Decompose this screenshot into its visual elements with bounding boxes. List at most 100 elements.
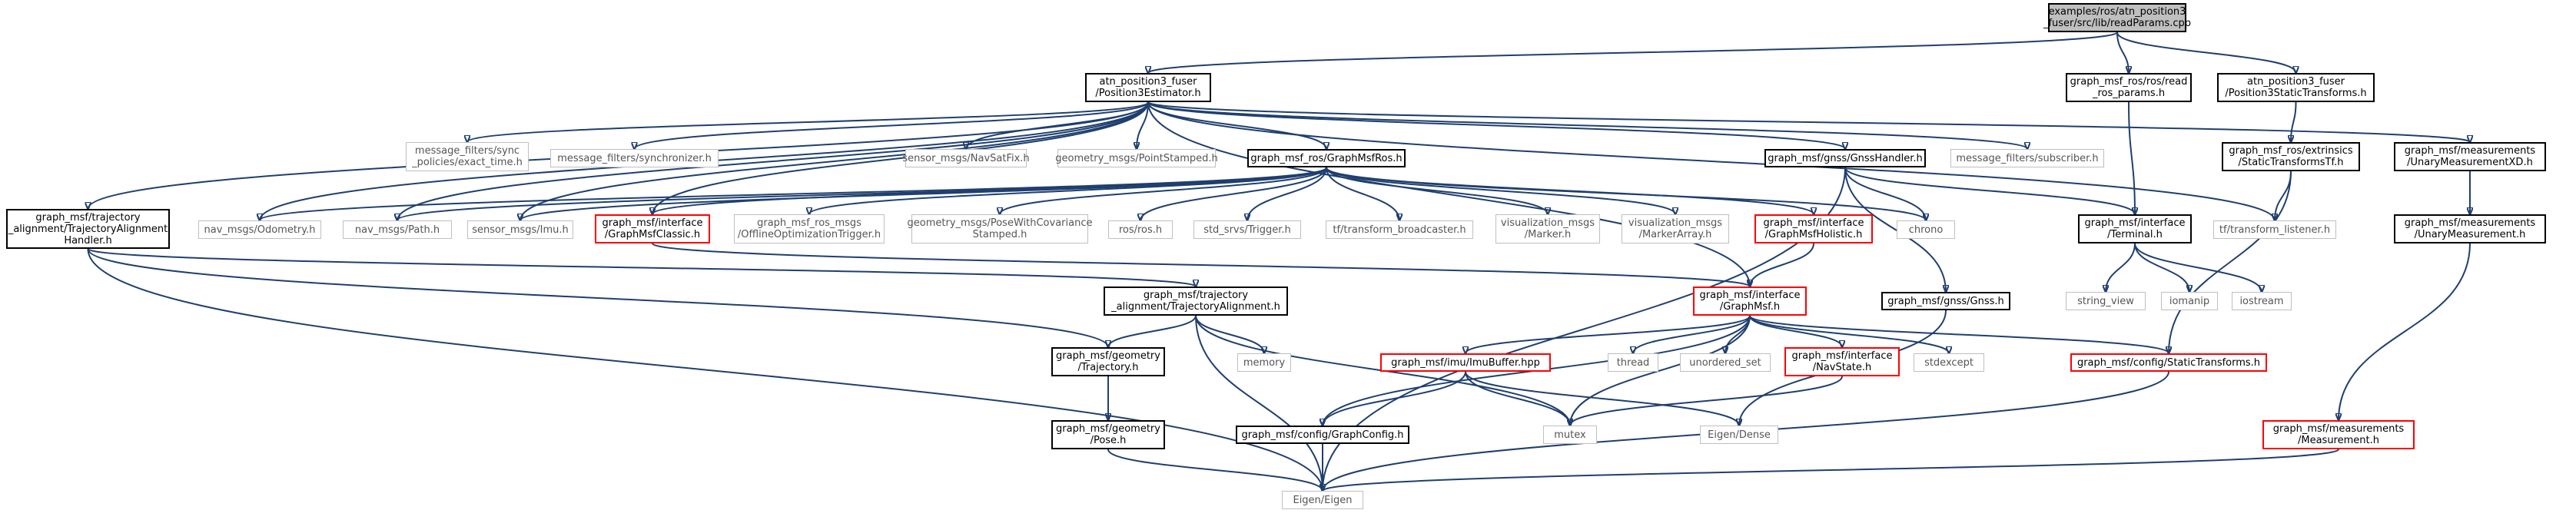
edge-graphmsfros-to-path bbox=[397, 167, 1327, 220]
edge-ros_static_tf-to-config_static_tf bbox=[2169, 171, 2292, 353]
edge-graphmsfros-to-ros_h bbox=[1140, 167, 1327, 220]
edge-pos3_estimator-to-synchronizer bbox=[635, 101, 1149, 149]
edge-graphmsfros-to-graphmsfclassic bbox=[652, 167, 1327, 214]
edge-terminal-to-iostream bbox=[2134, 243, 2262, 292]
edge-graphmsf-to-imubuffer bbox=[1466, 315, 1751, 353]
edge-measurement-to-eigen bbox=[1323, 449, 2339, 491]
edge-root-to-pos3_static_tf bbox=[2116, 31, 2296, 73]
edge-navstate-to-mutex bbox=[1570, 376, 1843, 426]
edge-pos3_estimator-to-gnsshandler bbox=[1147, 101, 1845, 149]
edge-graphmsfros-to-tf_broadcaster bbox=[1326, 167, 1399, 220]
node-unary-measurement-xd[interactable]: graph_msf/measurements /UnaryMeasurement… bbox=[2394, 142, 2546, 171]
node-iostream[interactable]: iostream bbox=[2232, 292, 2292, 310]
edge-pos3_estimator-to-unary_meas_xd bbox=[1147, 101, 2470, 142]
node-gnsshandler[interactable]: graph_msf/gnss/GnssHandler.h bbox=[1764, 149, 1926, 167]
edge-gnsshandler-to-terminal bbox=[1844, 167, 2135, 214]
node-read-ros-params[interactable]: graph_msf_ros/ros/read _ros_params.h bbox=[2066, 73, 2192, 102]
edge-graphmsfros-to-chrono bbox=[1326, 167, 1926, 220]
node-mutex[interactable]: mutex bbox=[1543, 426, 1597, 444]
node-synchronizer[interactable]: message_filters/synchronizer.h bbox=[550, 149, 719, 167]
node-tf-broadcaster[interactable]: tf/transform_broadcaster.h bbox=[1326, 220, 1473, 239]
node-pointstamped[interactable]: geometry_msgs/PointStamped.h bbox=[1055, 149, 1218, 167]
node-navstate[interactable]: graph_msf/interface /NavState.h bbox=[1784, 347, 1900, 376]
node-graphmsf-holistic[interactable]: graph_msf/interface /GraphMsfHolistic.h bbox=[1754, 214, 1873, 243]
node-navsatfix[interactable]: sensor_msgs/NavSatFix.h bbox=[902, 149, 1030, 167]
edge-graphmsf-to-stdexcept bbox=[1749, 315, 1949, 353]
edge-graphmsf-to-mutex bbox=[1570, 315, 1751, 426]
node-imubuffer[interactable]: graph_msf/imu/ImuBuffer.hpp bbox=[1380, 353, 1551, 372]
edge-ros_static_tf-to-tf_listener bbox=[2275, 171, 2292, 220]
node-config-static-transforms[interactable]: graph_msf/config/StaticTransforms.h bbox=[2070, 353, 2267, 372]
edge-traj_align-to-trajectory bbox=[1108, 315, 1197, 347]
node-eigen-dense[interactable]: Eigen/Dense bbox=[1700, 426, 1778, 444]
edge-graphmsfros-to-trigger bbox=[1247, 167, 1327, 220]
edge-pos3_estimator-to-exact_time bbox=[467, 101, 1149, 142]
edge-terminal-to-string_view bbox=[2106, 243, 2136, 292]
edge-gnsshandler-to-chrono bbox=[1844, 167, 1926, 220]
edge-pos3_estimator-to-subscriber bbox=[1147, 101, 2027, 149]
edge-graphmsf-to-config_static_tf bbox=[1749, 315, 2169, 353]
edge-imubuffer-to-eigen_dense bbox=[1465, 371, 1739, 426]
edge-graphmsf-to-thread bbox=[1633, 315, 1751, 353]
node-eigen[interactable]: Eigen/Eigen bbox=[1282, 491, 1363, 509]
edge-traj_align_handler-to-traj_align bbox=[87, 248, 1197, 286]
node-subscriber[interactable]: message_filters/subscriber.h bbox=[1950, 149, 2104, 167]
node-graphmsfros[interactable]: graph_msf_ros/GraphMsfRos.h bbox=[1247, 149, 1406, 167]
node-unordered-set[interactable]: unordered_set bbox=[1680, 353, 1771, 372]
node-marker-array[interactable]: visualization_msgs /MarkerArray.h bbox=[1622, 214, 1729, 243]
edge-graphmsfros-to-odometry bbox=[260, 167, 1327, 220]
node-trajectory[interactable]: graph_msf/geometry /Trajectory.h bbox=[1051, 347, 1165, 376]
node-exact-time[interactable]: message_filters/sync _policies/exact_tim… bbox=[406, 142, 529, 171]
edge-root-to-pos3_estimator bbox=[1148, 31, 2118, 73]
edge-terminal-to-iomanip bbox=[2134, 243, 2189, 292]
node-memory[interactable]: memory bbox=[1237, 353, 1291, 372]
node-chrono[interactable]: chrono bbox=[1897, 220, 1955, 239]
edge-graphmsfros-to-pose_cov bbox=[1000, 167, 1327, 214]
node-odometry[interactable]: nav_msgs/Odometry.h bbox=[198, 220, 321, 239]
node-graphmsf-classic[interactable]: graph_msf/interface /GraphMsfClassic.h bbox=[595, 214, 710, 243]
node-string-view[interactable]: string_view bbox=[2066, 292, 2146, 310]
edge-graphmsfros-to-marker bbox=[1326, 167, 1548, 214]
edge-imubuffer-to-mutex bbox=[1465, 371, 1570, 426]
node-offline-optimization-trigger[interactable]: graph_msf_ros_msgs /OfflineOptimizationT… bbox=[734, 214, 885, 243]
node-stdexcept[interactable]: stdexcept bbox=[1914, 353, 1984, 372]
node-unary-measurement[interactable]: graph_msf/measurements /UnaryMeasurement… bbox=[2394, 214, 2546, 243]
node-gnss[interactable]: graph_msf/gnss/Gnss.h bbox=[1881, 292, 2010, 310]
node-measurement[interactable]: graph_msf/measurements /Measurement.h bbox=[2262, 420, 2415, 449]
node-pose-with-covariance[interactable]: geometry_msgs/PoseWithCovariance Stamped… bbox=[908, 214, 1092, 243]
node-graphmsf[interactable]: graph_msf/interface /GraphMsf.h bbox=[1693, 286, 1807, 316]
edge-traj_align-to-memory bbox=[1195, 315, 1264, 353]
node-ros-static-transforms-tf[interactable]: graph_msf_ros/extrinsics /StaticTransfor… bbox=[2222, 142, 2360, 171]
node-ros-h[interactable]: ros/ros.h bbox=[1108, 220, 1173, 239]
node-std-srvs-trigger[interactable]: std_srvs/Trigger.h bbox=[1193, 220, 1301, 239]
edge-pos3_estimator-to-graphmsfclassic bbox=[652, 101, 1149, 214]
edge-imubuffer-to-graphconfig bbox=[1323, 371, 1466, 426]
node-sensor-imu[interactable]: sensor_msgs/Imu.h bbox=[467, 220, 573, 239]
node-readparams-cpp[interactable]: examples/ros/atn_position3 _fuser/src/li… bbox=[2043, 3, 2191, 32]
edge-root-to-read_ros_params bbox=[2116, 31, 2129, 73]
node-trajectory-alignment-handler[interactable]: graph_msf/trajectory _alignment/Trajecto… bbox=[6, 209, 170, 249]
edge-graphmsfros-to-markerarray bbox=[1326, 167, 1675, 214]
edge-graphmsfclassic-to-graphmsf bbox=[652, 243, 1750, 286]
node-iomanip[interactable]: iomanip bbox=[2161, 292, 2218, 310]
edge-pos3_estimator-to-imu_msg bbox=[520, 101, 1149, 220]
node-graphconfig[interactable]: graph_msf/config/GraphConfig.h bbox=[1236, 426, 1409, 444]
node-thread[interactable]: thread bbox=[1608, 353, 1658, 372]
node-pose[interactable]: graph_msf/geometry /Pose.h bbox=[1051, 420, 1165, 449]
node-tf-listener[interactable]: tf/transform_listener.h bbox=[2213, 220, 2336, 239]
node-path[interactable]: nav_msgs/Path.h bbox=[343, 220, 452, 239]
edge-pos3_estimator-to-tf_listener bbox=[1147, 101, 2275, 220]
edge-pose-to-eigen bbox=[1107, 449, 1323, 491]
node-trajectory-alignment[interactable]: graph_msf/trajectory _alignment/Trajecto… bbox=[1104, 286, 1288, 316]
edge-gnsshandler-to-gnss bbox=[1844, 167, 1946, 292]
node-terminal[interactable]: graph_msf/interface /Terminal.h bbox=[2078, 214, 2192, 243]
edge-unary_meas-to-measurement bbox=[2339, 243, 2471, 420]
edge-graphmsf-to-navstate bbox=[1749, 315, 1842, 347]
edge-read_ros_params-to-terminal bbox=[2128, 101, 2135, 214]
edge-pos3_estimator-to-pointstamped bbox=[1137, 101, 1149, 149]
node-position3-estimator[interactable]: atn_position3_fuser /Position3Estimator.… bbox=[1085, 73, 1211, 102]
node-marker[interactable]: visualization_msgs /Marker.h bbox=[1495, 214, 1600, 243]
node-position3-static-transforms[interactable]: atn_position3_fuser /Position3StaticTran… bbox=[2217, 73, 2375, 102]
edge-traj_align-to-eigen bbox=[1195, 315, 1323, 491]
